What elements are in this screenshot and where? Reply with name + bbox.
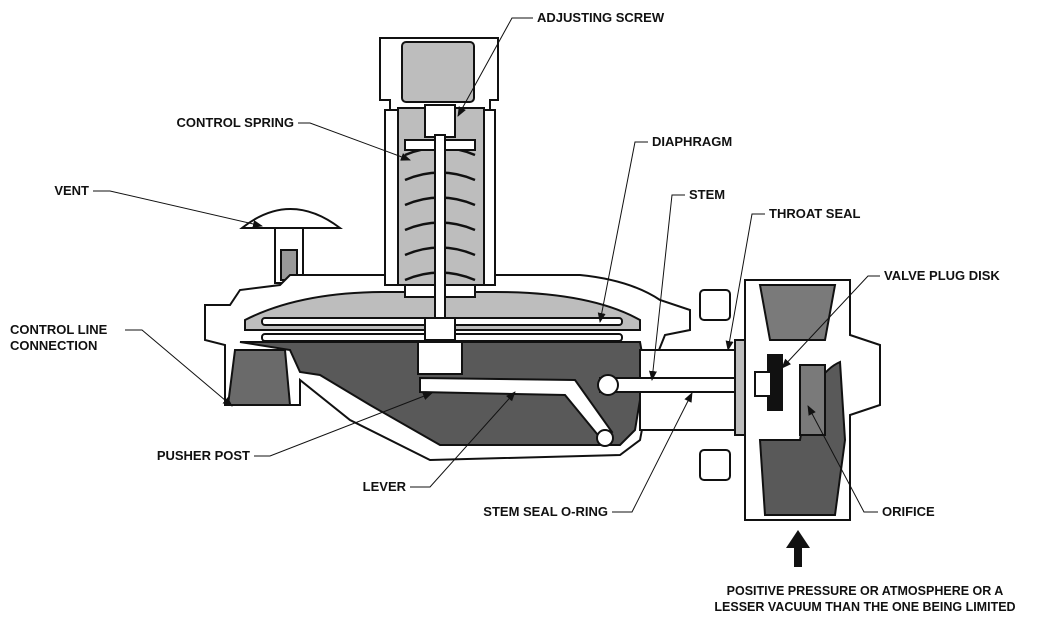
flange-top	[699, 289, 731, 321]
leader-orifice	[807, 405, 878, 513]
leader-control-spring	[298, 122, 411, 161]
label-stem-seal-oring: STEM SEAL O-RING	[483, 504, 608, 519]
center-nut	[424, 317, 456, 341]
labels: ADJUSTING SCREW CONTROL SPRING DIAPHRAGM…	[10, 10, 1000, 519]
center-rod	[434, 134, 446, 321]
leader-adjusting-screw	[457, 17, 533, 117]
caption-line-1: POSITIVE PRESSURE OR ATMOSPHERE OR A	[726, 584, 1004, 598]
label-orifice: ORIFICE	[882, 504, 935, 519]
stem-rod	[599, 377, 751, 393]
label-control-spring: CONTROL SPRING	[177, 115, 295, 130]
flange-bottom	[699, 449, 731, 481]
leader-lever	[410, 391, 516, 488]
leader-stem-seal	[612, 392, 693, 513]
valve-disk-holder	[754, 371, 772, 397]
label-adjusting-screw: ADJUSTING SCREW	[537, 10, 665, 25]
leader-stem	[648, 194, 685, 381]
adjusting-screw-head	[424, 104, 456, 138]
label-throat-seal: THROAT SEAL	[769, 206, 861, 221]
pusher-post-body	[417, 341, 463, 375]
orifice-block	[799, 364, 826, 436]
leader-throat-seal	[725, 213, 765, 351]
leader-diaphragm	[597, 141, 648, 323]
leader-control-line	[125, 329, 233, 407]
leader-lines	[93, 17, 880, 513]
pressure-arrow	[786, 530, 810, 567]
label-stem: STEM	[689, 187, 725, 202]
stem-end	[597, 374, 619, 396]
label-vent: VENT	[54, 183, 89, 198]
leader-pusher-post	[254, 392, 433, 457]
label-control-line-1: CONTROL LINE	[10, 322, 108, 337]
leader-vent	[93, 190, 263, 228]
label-valve-plug-disk: VALVE PLUG DISK	[884, 268, 1000, 283]
vent-cap	[239, 208, 343, 229]
label-pusher-post: PUSHER POST	[157, 448, 250, 463]
lever-pivot	[596, 429, 614, 447]
label-lever: LEVER	[363, 479, 407, 494]
pressure-caption: POSITIVE PRESSURE OR ATMOSPHERE OR A LES…	[700, 583, 1030, 615]
control-line-port	[226, 349, 292, 406]
regulator-drawing	[204, 37, 881, 521]
inlet-passage	[758, 284, 837, 341]
label-control-line-2: CONNECTION	[10, 338, 97, 353]
leader-valve-plug-disk	[781, 275, 880, 369]
cap-inner	[401, 41, 475, 103]
label-diaphragm: DIAPHRAGM	[652, 134, 732, 149]
caption-line-2: LESSER VACUUM THAN THE ONE BEING LIMITED	[714, 600, 1016, 614]
